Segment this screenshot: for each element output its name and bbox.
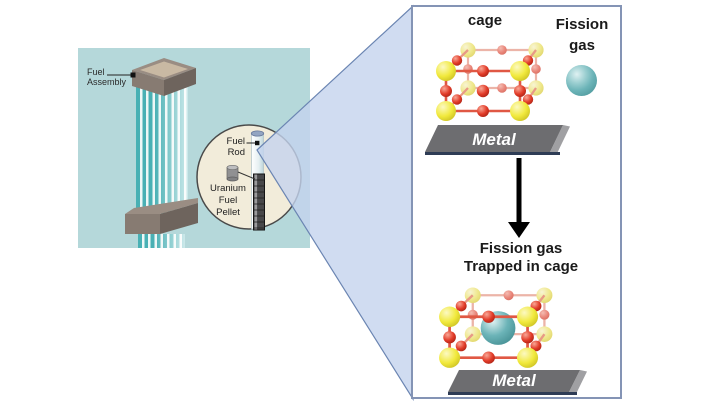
metal-substrate-top xyxy=(425,125,570,155)
metal-label-top: Metal xyxy=(472,130,516,149)
fuel-assembly-label-line2: Assembly xyxy=(87,76,127,87)
fuel-rod-label-line2: Rod xyxy=(227,147,245,158)
uranium-pellet-icon xyxy=(226,164,239,182)
fission-gas-label-line2: gas xyxy=(569,37,595,54)
uranium-pellet-label-line2: Fuel xyxy=(218,195,238,206)
fuel-rod-pointer-dot xyxy=(255,140,260,146)
assembly-top-cap xyxy=(132,58,196,96)
trapped-gas-cage-molecule xyxy=(439,287,553,368)
trapped-in-cage-label: Fission gas Trapped in cage xyxy=(436,240,606,276)
fuel-assembly-label: Fuel Assembly xyxy=(87,67,127,87)
reactor-illustration-panel: Fuel Assembly Fuel Rod Uranium Fuel Pell… xyxy=(78,48,310,248)
fission-gas-label: Fission gas xyxy=(541,14,623,56)
pellet-pointer-line xyxy=(237,171,256,180)
fission-gas-label-line1: Fission xyxy=(555,16,609,33)
fission-gas-atom xyxy=(566,65,597,96)
down-arrow-icon xyxy=(508,158,530,238)
fuel-assembly-label-line1: Fuel xyxy=(87,67,105,77)
trapped-label-line1: Fission gas xyxy=(479,240,563,257)
fuel-rod-bundle xyxy=(136,84,188,214)
trapped-label-line2: Trapped in cage xyxy=(463,258,579,275)
assembly-bottom-cap xyxy=(125,198,198,234)
fission-gas-diagram-panel: cage Fission gas Metal Fission gas Trapp… xyxy=(411,5,622,399)
fuel-rod-label-line1: Fuel xyxy=(226,136,245,147)
metal-label-bottom: Metal xyxy=(492,371,536,390)
fuel-rod-bundle-lower xyxy=(138,234,185,248)
fuel-assembly-pointer-dot xyxy=(130,72,136,78)
uranium-pellet-label-line3: Pellet xyxy=(216,207,240,218)
empty-cage-molecule xyxy=(436,42,544,121)
fuel-rod-label: Fuel Rod xyxy=(209,136,245,158)
metal-substrate-bottom xyxy=(448,370,587,395)
uranium-pellet-label-line1: Uranium xyxy=(210,183,246,194)
cage-label: cage xyxy=(467,12,503,29)
uranium-pellet-label: Uranium Fuel Pellet xyxy=(200,183,256,219)
